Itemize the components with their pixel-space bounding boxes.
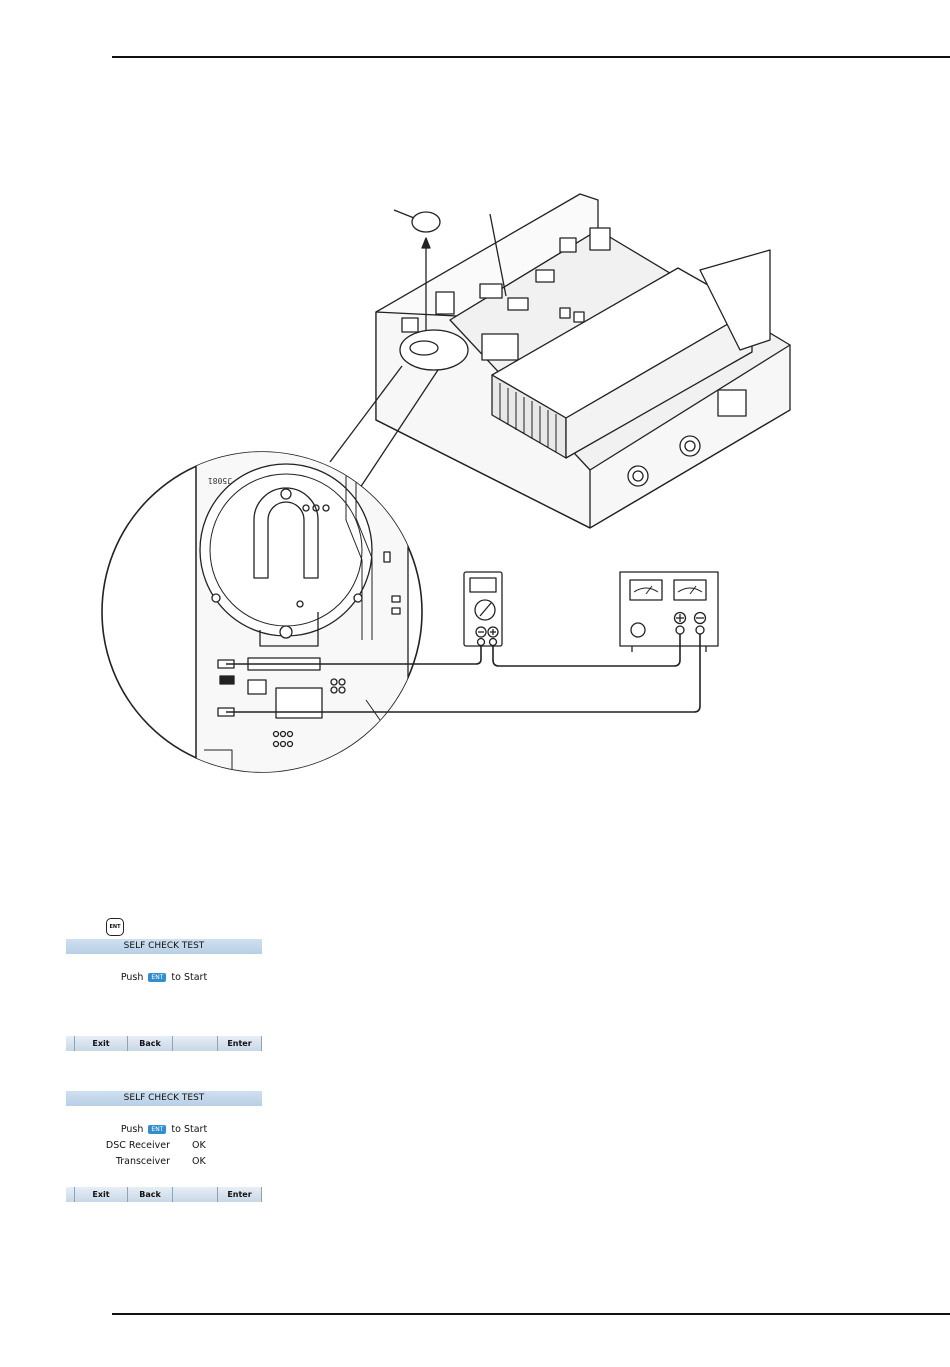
result-value: OK	[192, 1140, 206, 1152]
ent-chip-icon: ENT	[148, 1125, 166, 1134]
push-text: Push	[121, 972, 144, 983]
softkey-back[interactable]: Back	[127, 1187, 172, 1202]
softkey-exit[interactable]: Exit	[74, 1187, 127, 1202]
result-label: DSC Receiver	[106, 1140, 170, 1152]
result-label: Transceiver	[116, 1156, 170, 1168]
self-check-screen-result: SELF CHECK TEST Push ENT to Start DSC Re…	[66, 1091, 262, 1203]
self-check-screen-initial: SELF CHECK TEST Push ENT to Start Exit B…	[66, 939, 262, 1051]
push-text: Push	[121, 1124, 144, 1135]
pcb-marking: J5081	[208, 476, 232, 485]
softkey-enter[interactable]: Enter	[217, 1036, 262, 1051]
footer-rule	[112, 1313, 950, 1315]
to-start-text: to Start	[171, 1124, 207, 1135]
magnified-pcb	[102, 450, 422, 780]
multimeter	[464, 572, 502, 646]
softkey-blank[interactable]	[172, 1036, 217, 1051]
softkey-enter[interactable]: Enter	[217, 1187, 262, 1202]
result-value: OK	[192, 1156, 206, 1168]
dc-power-supply	[620, 572, 718, 652]
screen-title: SELF CHECK TEST	[66, 1091, 262, 1106]
ent-chip-icon: ENT	[148, 973, 166, 982]
screen-title: SELF CHECK TEST	[66, 939, 262, 954]
softkey-exit[interactable]: Exit	[74, 1036, 127, 1051]
push-to-start-line: Push ENT to Start	[66, 1124, 262, 1136]
to-start-text: to Start	[171, 972, 207, 983]
push-to-start-line: Push ENT to Start	[66, 972, 262, 984]
ent-key-icon: ENT	[106, 918, 124, 936]
backup-battery-check-diagram: J5081	[0, 0, 950, 900]
softkey-bar: Exit Back Enter	[66, 1187, 262, 1202]
softkey-bar: Exit Back Enter	[66, 1036, 262, 1051]
softkey-back[interactable]: Back	[127, 1036, 172, 1051]
softkey-blank[interactable]	[172, 1187, 217, 1202]
